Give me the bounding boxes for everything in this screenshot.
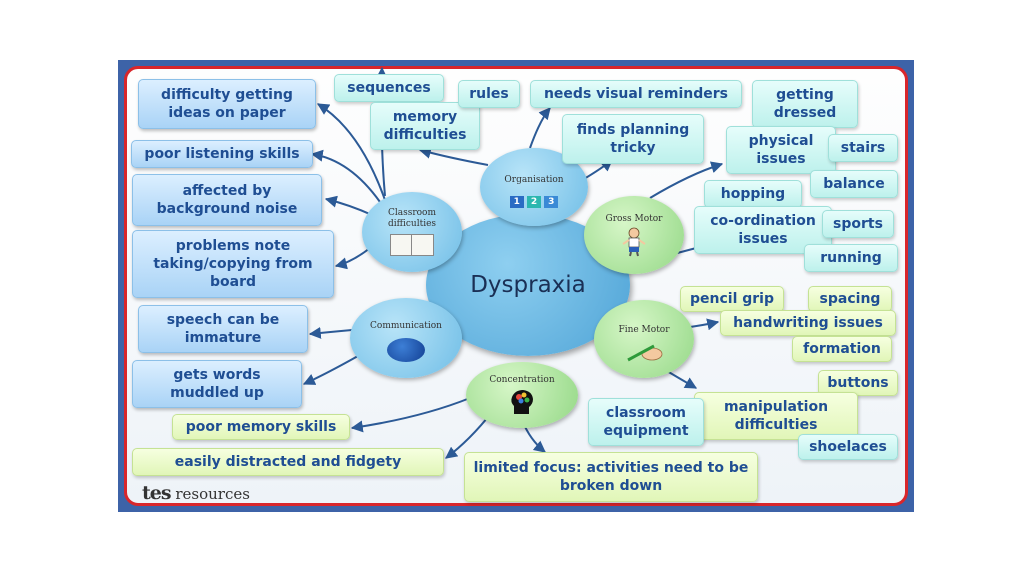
box-spacing: spacing [808,286,892,312]
tes-resources-logo: tes resources [142,482,250,504]
brain-head-icon [511,389,533,414]
hub-concentration-label: Concentration [489,374,555,385]
box-distracted: easily distracted and fidgety [132,448,444,476]
box-sequences: sequences [334,74,444,102]
box-note-taking: problems note taking/copying from board [132,230,334,298]
box-speech: speech can be immature [138,305,308,353]
box-buttons: buttons [818,370,898,396]
box-poor-memory: poor memory skills [172,414,350,440]
hub-communication-label: Communication [370,320,442,331]
hub-concentration: Concentration [466,362,578,428]
hub-communication: Communication [350,298,462,378]
hub-classroom-difficulties: Classroom difficulties [362,192,462,272]
logo-suffix: resources [175,485,250,503]
step-1: 1 [509,195,524,208]
hub-classroom-label: Classroom difficulties [387,208,437,229]
box-visual-reminders: needs visual reminders [530,80,742,108]
box-rules: rules [458,80,520,108]
box-stairs: stairs [828,134,898,162]
box-sports: sports [822,210,894,238]
hub-gross-motor-label: Gross Motor [605,213,663,224]
book-icon [390,234,434,256]
hub-gross-motor: Gross Motor [584,196,684,274]
speech-bubble-icon [387,337,425,362]
box-planning: finds planning tricky [562,114,704,164]
hub-organisation-label: Organisation [504,174,564,185]
center-title: Dyspraxia [470,272,586,298]
box-formation: formation [792,336,892,362]
hub-fine-motor: Fine Motor [594,300,694,378]
box-classroom-equipment: classroom equipment [588,398,704,446]
logo-brand: tes [142,482,172,504]
box-getting-dressed: getting dressed [752,80,858,128]
numbered-steps-icon: 1 2 3 [509,195,559,208]
box-difficulty-ideas: difficulty getting ideas on paper [138,79,316,129]
box-pencil-grip: pencil grip [680,286,784,312]
box-handwriting: handwriting issues [720,310,896,336]
child-figure-icon [622,227,646,256]
box-manipulation: manipulation difficulties [694,392,858,440]
step-3: 3 [544,195,559,208]
hub-fine-motor-label: Fine Motor [618,324,670,335]
box-shoelaces: shoelaces [798,434,898,460]
hand-pencil-icon [627,344,663,361]
box-physical: physical issues [726,126,836,174]
box-poor-listening: poor listening skills [131,140,313,168]
box-limited-focus: limited focus: activities need to be bro… [464,452,758,502]
box-muddled: gets words muddled up [132,360,302,408]
box-balance: balance [810,170,898,198]
step-2: 2 [526,195,542,208]
box-memory-difficulties: memory difficulties [370,102,480,150]
box-hopping: hopping [704,180,802,208]
box-background-noise: affected by background noise [132,174,322,226]
box-running: running [804,244,898,272]
